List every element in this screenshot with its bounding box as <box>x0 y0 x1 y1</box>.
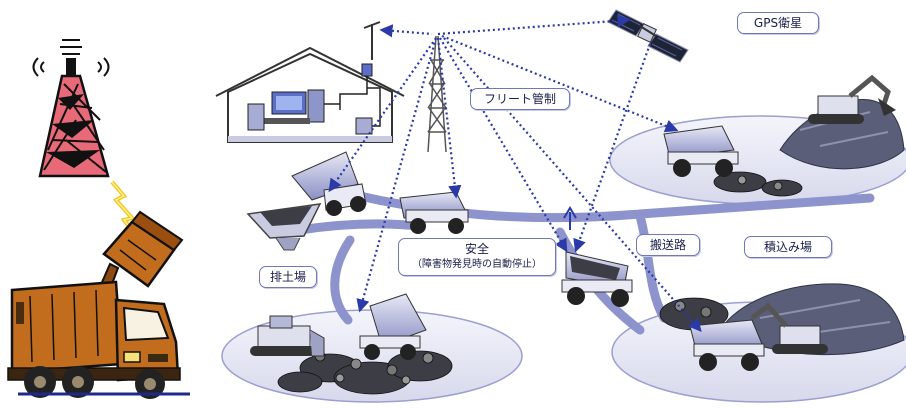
haul-road-label: 搬送路 <box>636 234 700 256</box>
radio-tower-icon <box>427 35 447 153</box>
bulldozer-icon <box>250 315 325 357</box>
ore-pile-icon <box>659 171 803 331</box>
dump-truck-icon <box>663 125 739 177</box>
communication-links <box>328 14 702 332</box>
computer-icon <box>247 63 381 135</box>
dump-truck-icon <box>689 319 765 371</box>
hopper-icon <box>246 203 322 251</box>
radio-tower-icon <box>32 39 110 178</box>
dump-truck-icon <box>359 293 427 360</box>
safety-subtitle: （障害物発見時の自動停止） <box>412 259 542 270</box>
gps-satellite-icon <box>607 9 689 63</box>
garbage-truck-icon <box>7 210 190 399</box>
dump-truck-icon <box>561 251 633 307</box>
excavator-icon <box>750 302 828 354</box>
safety-stop-arrow <box>563 206 577 230</box>
dump-truck-icon <box>399 191 469 234</box>
antenna-icon <box>363 21 381 60</box>
safety-label: 安全 （障害物発見時の自動停止） <box>398 238 556 276</box>
gps-satellite-label: GPS衛星 <box>737 12 819 34</box>
loading-site-label: 積込み場 <box>744 236 832 258</box>
dump-site-label: 排土場 <box>259 266 317 288</box>
lightning-icon <box>110 180 140 240</box>
fleet-control-label: フリート管制 <box>470 88 570 110</box>
excavator-icon <box>808 74 896 124</box>
safety-title: 安全 <box>464 242 489 256</box>
